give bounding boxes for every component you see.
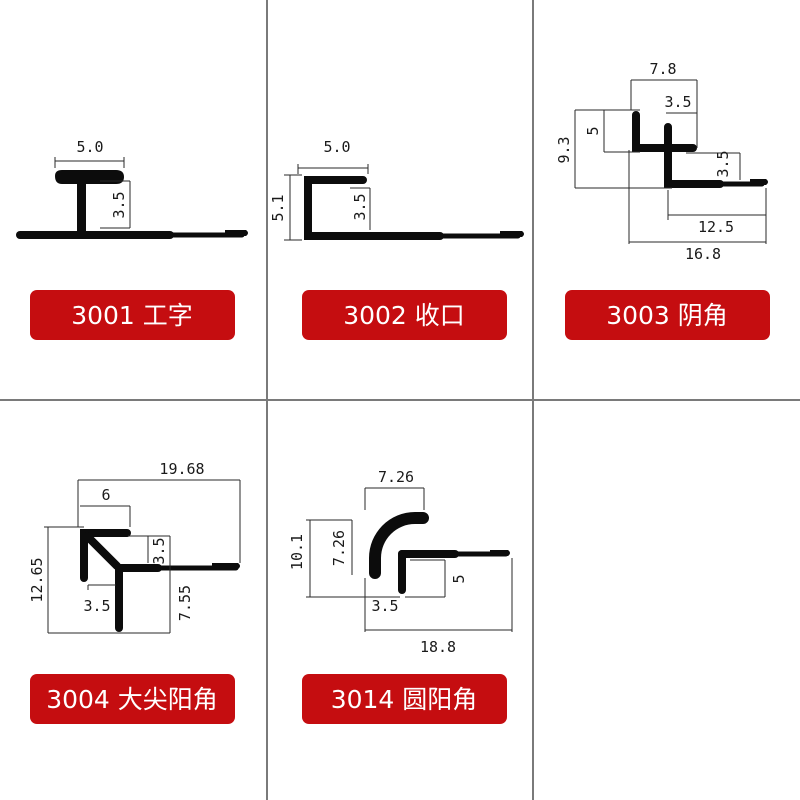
profile-3002-shape [304, 176, 524, 240]
dim-label: 3.5 [371, 597, 398, 615]
dim-label: 5.1 [269, 194, 287, 221]
dim-label: 9.3 [555, 136, 573, 163]
profile-3014-label: 3014 圆阳角 [331, 685, 478, 714]
dim-label: 3.5 [110, 191, 128, 218]
dim-label: 3.5 [664, 93, 691, 111]
profile-3003-shape [632, 111, 768, 188]
dim-label: 12.65 [28, 557, 46, 602]
profile-3004-shape [80, 529, 240, 632]
profile-3002-dim-lines [284, 164, 371, 241]
dim-label: 6 [101, 486, 110, 504]
dim-label: 10.1 [288, 534, 306, 570]
profile-3001: 5.0 3.5 3001 工字 [16, 138, 248, 340]
profile-3002-badge [302, 290, 507, 340]
dim-label: 19.68 [159, 460, 204, 478]
profile-3003: 7.8 3.5 9.3 5 3.5 12.5 16.8 3003 阴角 [555, 60, 770, 340]
dim-label: 5.0 [323, 138, 350, 156]
dim-label: 3.5 [714, 150, 732, 177]
dim-label: 5 [450, 574, 468, 583]
dim-label: 7.8 [649, 60, 676, 78]
profile-3001-dim-lines [54, 157, 131, 229]
dim-label: 7.26 [330, 530, 348, 566]
profile-3004: 19.68 6 3.5 12.65 3.5 7.55 3004 大尖阳角 [28, 460, 241, 724]
profile-3014-shape [369, 512, 510, 594]
profile-3001-badge [30, 290, 235, 340]
profile-3003-dim-lines [574, 79, 767, 244]
profile-3004-label: 3004 大尖阳角 [46, 685, 218, 714]
dim-label: 16.8 [685, 245, 721, 263]
profile-3003-label: 3003 阴角 [606, 301, 728, 330]
dim-label: 18.8 [420, 638, 456, 656]
profile-3003-badge [565, 290, 770, 340]
dim-label: 3.5 [150, 537, 168, 564]
dim-label: 3.5 [351, 193, 369, 220]
dim-label: 12.5 [698, 218, 734, 236]
profile-3001-shape [16, 170, 248, 239]
profile-3001-label: 3001 工字 [71, 301, 193, 330]
profile-3014-dim-lines [306, 487, 513, 632]
dim-label: 3.5 [83, 597, 110, 615]
profile-3004-dim-lines [44, 479, 241, 634]
profile-3014: 7.26 10.1 7.26 5 3.5 18.8 3014 圆阳角 [288, 468, 513, 724]
dim-label: 5 [584, 126, 602, 135]
dim-label: 7.55 [176, 585, 194, 621]
dim-label: 7.26 [378, 468, 414, 486]
profile-3004-badge [30, 674, 235, 724]
profile-3014-badge [302, 674, 507, 724]
profile-3002: 5.0 5.1 3.5 3002 收口 [269, 138, 524, 340]
profile-3002-label: 3002 收口 [343, 301, 465, 330]
dim-label: 5.0 [76, 138, 103, 156]
